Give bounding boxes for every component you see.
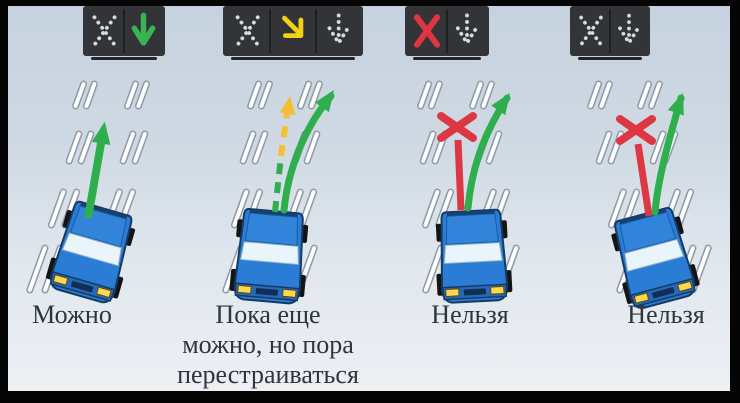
- arrow-curve-right-green: [651, 93, 685, 216]
- panel-allowed: Можно: [8, 6, 188, 391]
- arrow-blocked-red: [616, 115, 656, 217]
- reversible-lane-signal-4: [570, 6, 650, 60]
- down-arrow-icon-off: [314, 9, 360, 53]
- blue-car: [435, 208, 513, 304]
- arrowhead: [491, 93, 510, 116]
- down-arrow-icon-on: [123, 9, 162, 53]
- arrowhead: [314, 90, 334, 113]
- arrow-curve-right-green: [280, 90, 335, 214]
- diagonal-arrow-icon-on: [269, 9, 314, 53]
- arrow-blocked-red: [437, 112, 477, 211]
- arrowhead: [91, 121, 111, 145]
- road-scene-2: [222, 80, 335, 305]
- down-arrow-icon-off: [446, 9, 486, 53]
- reversible-lane-signal-2: [223, 6, 363, 60]
- road-scene-1: [26, 80, 150, 304]
- panel-caption-4: Нельзя: [627, 300, 705, 329]
- reversible-lane-signal-3: [405, 6, 489, 60]
- panel-warning: Пока еще можно, но пора перестраиваться: [177, 6, 373, 391]
- x-cross-icon-on: [408, 9, 446, 53]
- reversible-lane-signal-1: [83, 6, 165, 60]
- arrow-dashed-caution: [272, 96, 296, 213]
- arrow-curve-right-green: [464, 93, 511, 212]
- panel-prohibited-2: Нельзя: [558, 6, 732, 391]
- blue-car: [229, 207, 309, 305]
- panel-caption-1: Можно: [32, 300, 112, 329]
- blue-car: [611, 206, 700, 309]
- panel-caption-3: Нельзя: [431, 300, 509, 329]
- reversible-lanes-diagram: Можно Пока еще можно, но пора перестраив…: [8, 6, 730, 391]
- arrowhead: [667, 93, 684, 116]
- x-cross-icon-off: [86, 9, 123, 53]
- x-cross-icon-off: [573, 9, 609, 53]
- panel-caption-2: Пока еще можно, но пора перестраиваться: [177, 300, 359, 389]
- road-scene-3: [417, 80, 520, 304]
- x-cross-icon-off: [226, 9, 269, 53]
- panel-prohibited-1: Нельзя: [373, 6, 558, 391]
- red-x-icon: [616, 115, 656, 145]
- arrow-straight-green: [84, 121, 111, 219]
- road-scene-4: [587, 80, 712, 309]
- arrowhead: [279, 96, 296, 115]
- red-x-icon: [437, 112, 477, 142]
- down-arrow-icon-off: [609, 9, 647, 53]
